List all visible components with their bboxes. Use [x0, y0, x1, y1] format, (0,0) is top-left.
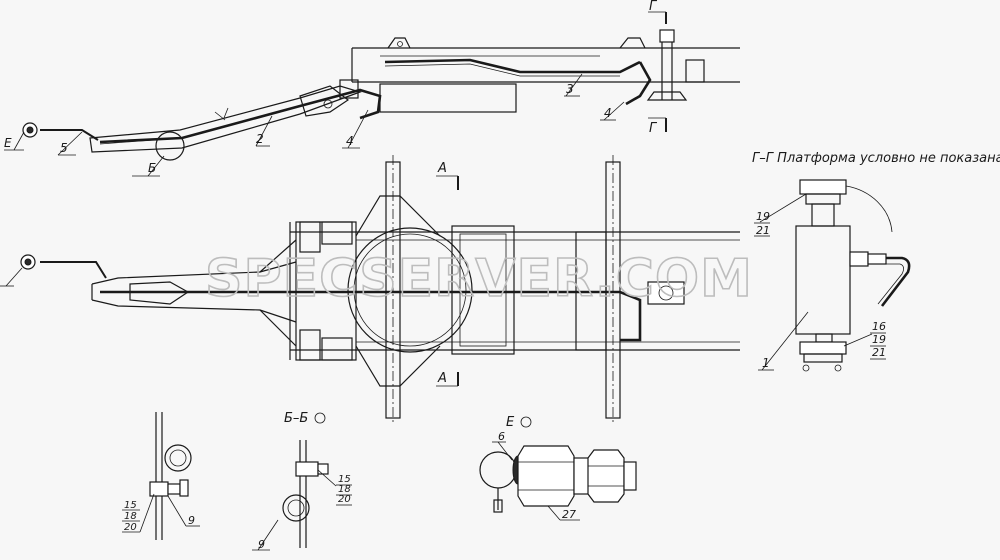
part-4-label-mid: 4 [346, 134, 354, 148]
view-title-bb: Б–Б [284, 411, 308, 426]
section-label-g-bottom: Г [649, 121, 658, 136]
watermark-text: SPECSERVER.COM [205, 249, 753, 309]
gg-bottom-label-1: 16 [872, 320, 886, 333]
gg-top-label-1: 19 [756, 210, 770, 223]
left-clamp-detail: 15 18 20 9 [122, 412, 200, 540]
section-label-a-bottom: A [437, 371, 447, 386]
section-label-a-top: A [437, 161, 447, 176]
part-9-label-mid: 9 [258, 538, 265, 551]
left-detail-label-2: 18 [124, 511, 137, 522]
mid-detail-label-2: 18 [338, 484, 351, 495]
left-detail-label-3: 20 [124, 522, 137, 533]
gg-bottom-label-3: 21 [872, 346, 886, 359]
side-view-leaders: E 5 Б 2 4 3 4 [4, 73, 625, 177]
callout-e: E [4, 136, 12, 150]
section-e-view: E 6 27 [479, 415, 637, 521]
part-6-label: 6 [498, 430, 505, 443]
mid-detail-label-1: 15 [338, 474, 351, 485]
section-gg-view: Г–Г Платформа условно не показана 19 21 … [752, 151, 1000, 372]
part-4-label-top: 4 [604, 106, 612, 120]
part-5-label: 5 [60, 141, 68, 155]
section-bb-view: Б–Б 15 18 20 9 [252, 411, 352, 551]
plan-view: A A [0, 155, 740, 425]
gg-top-label-2: 21 [756, 224, 770, 237]
left-detail-label-1: 15 [124, 500, 137, 511]
view-title-e: E [506, 415, 515, 430]
part-2-label: 2 [256, 132, 264, 146]
part-27-label: 27 [562, 508, 576, 521]
mid-detail-label-3: 20 [338, 494, 351, 505]
view-title-gg: Г–Г Платформа условно не показана [752, 151, 1000, 166]
section-label-g-top: Г [649, 0, 658, 14]
callout-b: Б [148, 161, 156, 175]
part-9-label-left: 9 [188, 514, 195, 527]
part-1-label: 1 [762, 356, 770, 370]
side-view: Г Г [22, 0, 740, 161]
gg-bottom-label-2: 19 [872, 333, 886, 346]
part-3-label: 3 [566, 82, 574, 96]
